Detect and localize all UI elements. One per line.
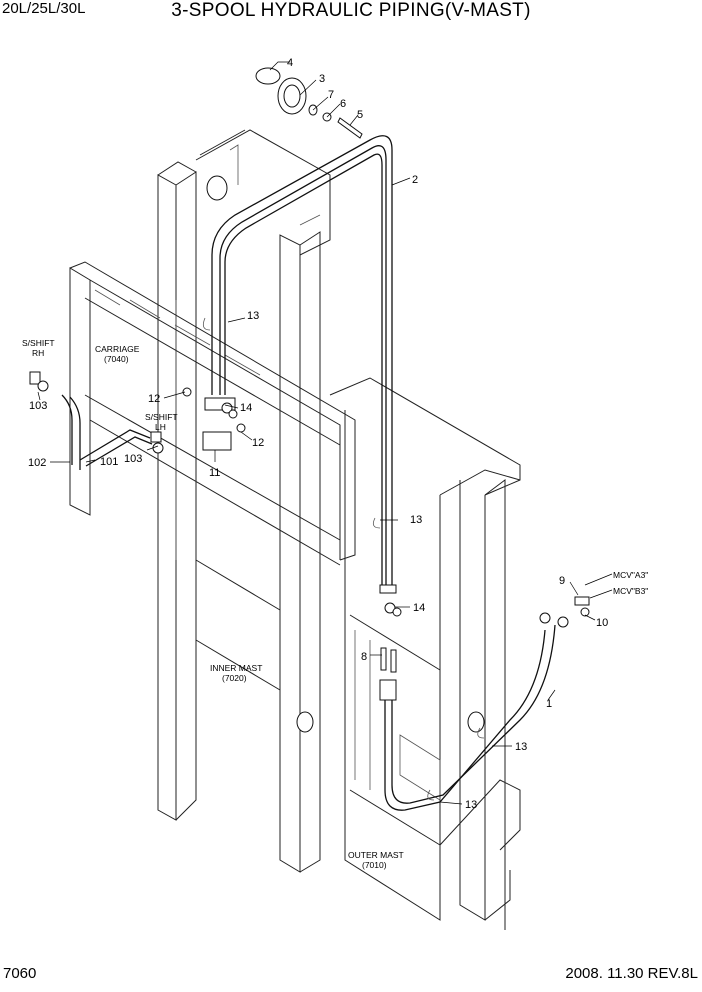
callout-13a: 13 <box>247 310 259 322</box>
callout-13b: 13 <box>410 514 422 526</box>
label-mcv-a3: MCV"A3" <box>613 570 648 580</box>
callout-3: 3 <box>319 73 325 85</box>
callout-10: 10 <box>596 617 608 629</box>
part-callouts: 1 2 3 4 5 6 7 8 9 10 11 12 12 13 13 13 1… <box>28 57 608 811</box>
label-outer-mast-2: (7010) <box>362 860 387 870</box>
callout-2: 2 <box>412 174 418 186</box>
inner-mast <box>157 129 331 873</box>
revision-date: 2008. 11.30 REV.8L <box>565 965 698 982</box>
diagram-labels: S/SHIFT RH CARRIAGE (7040) S/SHIFT LH IN… <box>22 338 648 870</box>
label-inner-mast-2: (7020) <box>222 673 247 683</box>
callout-11: 11 <box>209 467 220 479</box>
model-number: 20L/25L/30L <box>2 0 86 17</box>
callout-103a: 103 <box>29 400 47 412</box>
callout-7: 7 <box>328 89 334 101</box>
sheave-assembly <box>255 67 363 139</box>
callout-12b: 12 <box>252 437 264 449</box>
callout-4: 4 <box>287 57 293 69</box>
label-outer-mast-1: OUTER MAST <box>348 850 404 860</box>
hoses <box>61 135 556 811</box>
callout-12a: 12 <box>148 393 160 405</box>
label-carriage-1: CARRIAGE <box>95 344 140 354</box>
label-inner-mast-1: INNER MAST <box>210 663 262 673</box>
label-sshift-rh-1: S/SHIFT <box>22 338 55 348</box>
label-sshift-lh-1: S/SHIFT <box>145 412 178 422</box>
callout-13d: 13 <box>465 799 477 811</box>
callout-14a: 14 <box>240 402 252 414</box>
callout-102: 102 <box>28 457 46 469</box>
label-carriage-2: (7040) <box>104 354 129 364</box>
callout-5: 5 <box>357 109 363 121</box>
fittings <box>29 317 590 801</box>
callout-14b: 14 <box>413 602 425 614</box>
label-sshift-rh-2: RH <box>32 348 44 358</box>
callout-103b: 103 <box>124 453 142 465</box>
callout-1: 1 <box>546 698 552 710</box>
callout-6: 6 <box>340 98 346 110</box>
label-sshift-lh-2: LH <box>155 422 166 432</box>
leader-lines <box>37 61 613 805</box>
callout-9: 9 <box>559 575 565 587</box>
callout-13c: 13 <box>515 741 527 753</box>
page-title: 3-SPOOL HYDRAULIC PIPING(V-MAST) <box>171 0 531 21</box>
callout-101: 101 <box>100 456 118 468</box>
page-number: 7060 <box>3 965 37 982</box>
callout-8: 8 <box>361 651 367 663</box>
outer-mast <box>329 377 521 930</box>
label-mcv-b3: MCV"B3" <box>613 586 648 596</box>
